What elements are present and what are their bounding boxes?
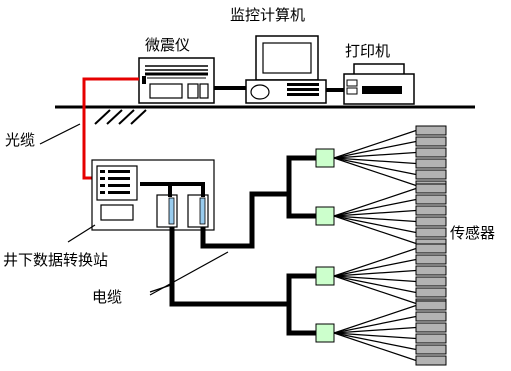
sensor xyxy=(415,158,447,169)
underground-station-label: 井下数据转换站 xyxy=(3,251,108,269)
sensor-network xyxy=(315,125,447,366)
sensor-wire xyxy=(333,215,417,223)
junction-box xyxy=(315,206,335,226)
sensor-wire xyxy=(333,275,417,294)
sensor xyxy=(415,136,447,147)
sensor-wire xyxy=(333,304,417,334)
sensor-group-bottom-1 xyxy=(315,243,447,309)
junction-box xyxy=(315,323,335,343)
cable-lower-branch xyxy=(169,227,289,307)
sensor-wire xyxy=(333,215,417,234)
sensor xyxy=(415,147,447,158)
sensor-wire xyxy=(333,209,417,217)
optical-cable-pointer xyxy=(39,123,81,145)
cable-trunks xyxy=(286,155,316,336)
sensor-wire xyxy=(333,332,417,351)
underground-station xyxy=(91,159,215,231)
sensor-wire xyxy=(333,151,417,159)
cable-pointer-2 xyxy=(149,251,229,296)
sensor-wire xyxy=(333,198,417,217)
sensor xyxy=(415,265,447,276)
ground-surface xyxy=(55,105,475,125)
monitor-computer-device xyxy=(245,35,327,104)
sensor-wire xyxy=(333,247,417,277)
sensor xyxy=(415,287,447,298)
sensor-wire xyxy=(333,269,417,277)
sensor-wire xyxy=(333,326,417,334)
sensor xyxy=(415,344,447,355)
sensor-wire xyxy=(333,140,417,159)
monitor-computer-label: 监控计算机 xyxy=(230,6,305,24)
sensor xyxy=(415,355,447,366)
junction-box xyxy=(315,148,335,168)
sensor xyxy=(415,227,447,238)
sensor-group-bottom-2 xyxy=(315,300,447,366)
seismograph-label: 微震仪 xyxy=(145,36,190,54)
junction-box xyxy=(315,266,335,286)
sensor-wire xyxy=(333,215,417,245)
cable-label: 电缆 xyxy=(92,288,122,306)
optical-cable xyxy=(82,77,139,180)
sensor-group-top-1 xyxy=(315,125,447,191)
cable-pointer-1 xyxy=(149,284,172,293)
station-pointer xyxy=(67,224,96,243)
sensor-wire xyxy=(333,275,417,305)
sensor-wire xyxy=(333,275,417,283)
sensor-wire xyxy=(333,129,417,159)
sensor-wire xyxy=(333,157,417,165)
sensor xyxy=(415,205,447,216)
sensor-wire xyxy=(333,315,417,334)
sensor xyxy=(415,300,447,311)
sensors-label: 传感器 xyxy=(450,224,495,242)
sensor xyxy=(415,254,447,265)
printer-device xyxy=(343,63,415,105)
sensor xyxy=(415,183,447,194)
sensor xyxy=(415,216,447,227)
sensor-wire xyxy=(333,258,417,277)
optical-cable-label: 光缆 xyxy=(5,131,35,149)
sensor-wire xyxy=(333,187,417,217)
sensor xyxy=(415,333,447,344)
sensor-wire xyxy=(333,332,417,340)
sensor xyxy=(415,311,447,322)
cable-upper-branch xyxy=(200,191,289,249)
sensor-wire xyxy=(333,157,417,176)
sensor-group-top-2 xyxy=(315,183,447,249)
sensor xyxy=(415,322,447,333)
printer-label: 打印机 xyxy=(345,42,390,60)
sensor xyxy=(415,125,447,136)
sensor xyxy=(415,194,447,205)
sensor xyxy=(415,276,447,287)
seismograph-device xyxy=(138,57,215,104)
sensor-wire xyxy=(333,332,417,362)
sensor xyxy=(415,243,447,254)
sensor xyxy=(415,169,447,180)
sensor-wire xyxy=(333,157,417,187)
